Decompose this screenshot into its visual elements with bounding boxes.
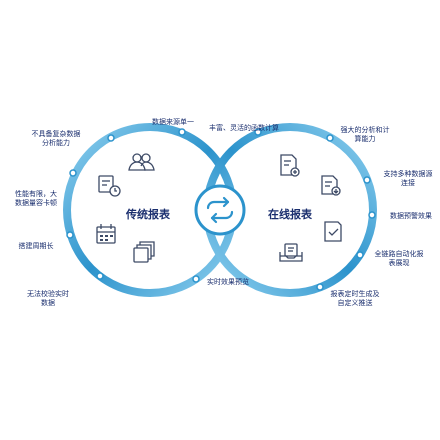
label-multi-source: 支持多种数据源 连接	[383, 170, 433, 187]
label-long-build-cycle: 搭建周期长	[18, 242, 54, 250]
ring-dot	[107, 134, 115, 142]
sync-icon	[206, 196, 234, 224]
label-scheduled-push: 报表定时生成及 自定义推送	[330, 290, 380, 307]
label-data-alert: 数据预警效果	[390, 212, 432, 220]
ring-dot	[254, 128, 262, 136]
ring-dot	[69, 169, 77, 177]
label-full-chain-automation: 全链路自动化报 表展现	[374, 250, 424, 267]
label-no-complex-analysis: 不具备复杂数据 分析能力	[31, 130, 81, 147]
users-icon	[128, 153, 155, 171]
ring-dot	[178, 128, 186, 136]
ring-dot	[363, 176, 371, 184]
label-limited-performance: 性能有限，大 数据量容卡顿	[15, 190, 57, 207]
label-realtime-preview: 实时效果预览	[207, 278, 249, 286]
clock-document-icon	[98, 175, 121, 197]
document-download-icon	[321, 175, 341, 196]
ring-dot	[356, 251, 364, 259]
center-circle	[194, 184, 246, 236]
ring-dot	[66, 231, 74, 239]
document-add-icon	[280, 154, 300, 177]
ring-dot	[96, 272, 104, 280]
stack-icon	[133, 241, 155, 263]
ring-dot	[368, 211, 376, 219]
label-single-data-source: 数据来源单一	[152, 118, 194, 126]
right-title: 在线报表	[268, 208, 312, 221]
ring-dot	[316, 283, 324, 291]
calendar-icon	[96, 224, 116, 244]
label-no-realtime-validation: 无法校验实时 数据	[27, 290, 69, 307]
inbox-document-icon	[279, 243, 303, 262]
ring-dot	[192, 275, 200, 283]
document-check-icon	[324, 221, 342, 242]
ring-dot	[326, 134, 334, 142]
left-title: 传统报表	[126, 208, 170, 221]
label-strong-analysis: 强大的分析和计 算能力	[340, 126, 390, 143]
label-flexible-functions: 丰富、灵活的函数计算	[209, 124, 279, 132]
